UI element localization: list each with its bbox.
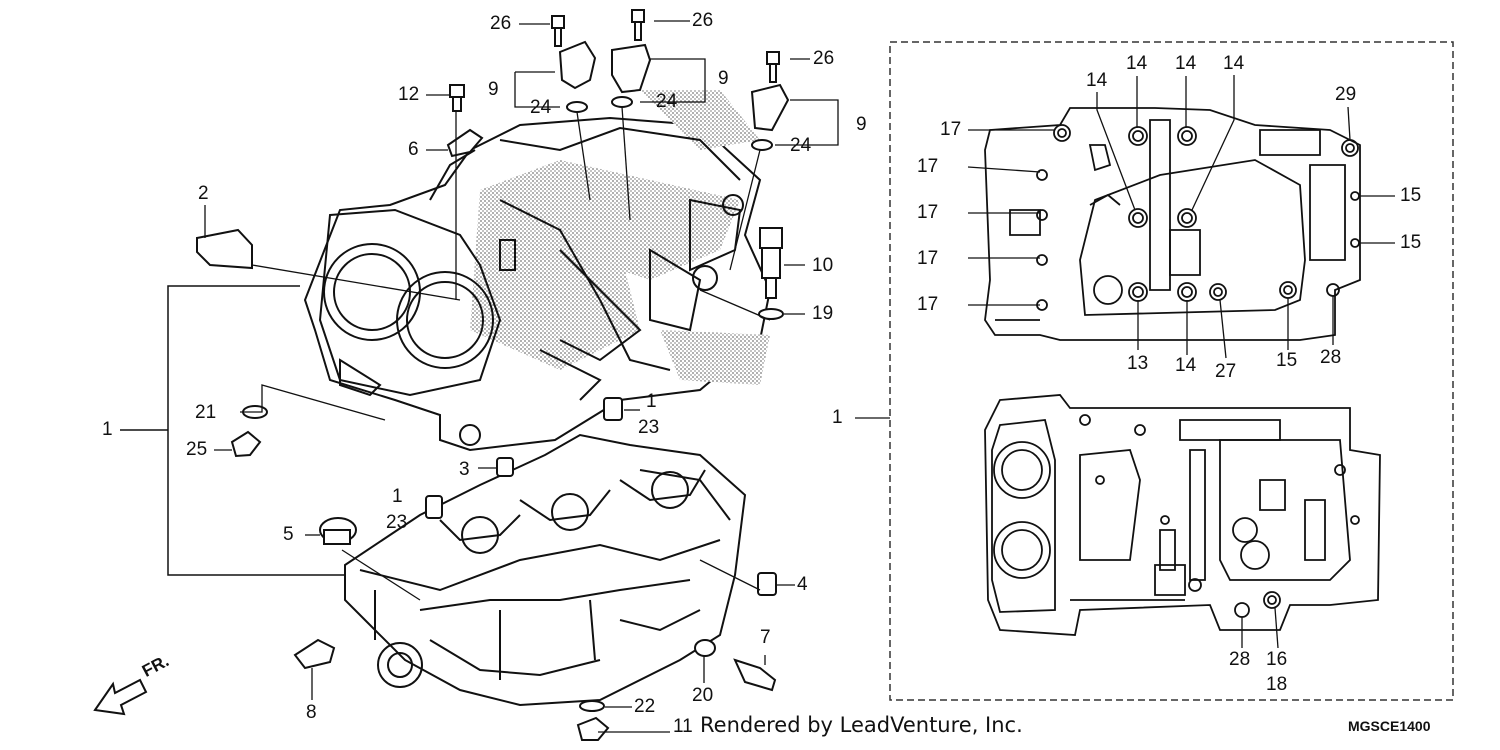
lower-crankcase-details: [359, 469, 731, 688]
callout-17-a: 17: [940, 119, 962, 140]
callout-26-top-left: 26: [490, 13, 512, 34]
callout-8: 8: [306, 702, 317, 723]
upper-crankcase: [303, 90, 772, 452]
callout-12: 12: [398, 84, 420, 105]
callout-6: 6: [408, 139, 419, 160]
callout-22: 22: [634, 696, 656, 717]
callout-3: 3: [459, 459, 470, 480]
leader-lines-left: [204, 20, 839, 733]
callout-19: 19: [812, 303, 834, 324]
callout-23-lower: 23: [386, 512, 408, 533]
callout-21: 21: [195, 402, 217, 423]
callout-17-e: 17: [917, 294, 939, 315]
callout-13: 13: [1127, 353, 1149, 374]
callout-14-b: 14: [1126, 53, 1148, 74]
callout-15-c: 15: [1276, 350, 1298, 371]
callout-28-upper: 28: [1320, 347, 1342, 368]
callout-7: 7: [760, 627, 771, 648]
callout-2: 2: [198, 183, 209, 204]
callout-1-upper-dowel: 1: [646, 391, 657, 412]
part-1-bracket: [120, 285, 345, 576]
callout-18: 18: [1266, 674, 1288, 695]
callout-15-b: 15: [1400, 232, 1422, 253]
callout-4: 4: [797, 574, 808, 595]
callout-26-top-right: 26: [692, 10, 714, 31]
callout-23-upper: 23: [638, 417, 660, 438]
diagram-code: MGSCE1400: [1348, 718, 1431, 734]
callout-26-right: 26: [813, 48, 835, 69]
callout-1-lower-dowel: 1: [392, 486, 403, 507]
callout-28-lower: 28: [1229, 649, 1251, 670]
small-parts: [196, 9, 790, 741]
callout-14-c: 14: [1175, 53, 1197, 74]
callout-11: 11: [673, 716, 693, 737]
detail-box: [889, 41, 1454, 701]
callout-24-left: 24: [530, 97, 552, 118]
callout-14-d: 14: [1223, 53, 1245, 74]
callout-24-middle: 24: [656, 91, 678, 112]
callout-29: 29: [1335, 84, 1357, 105]
callout-17-b: 17: [917, 156, 939, 177]
callout-9-middle: 9: [718, 68, 729, 89]
callout-1-left: 1: [102, 419, 113, 440]
callout-16: 16: [1266, 649, 1288, 670]
callout-5: 5: [283, 524, 294, 545]
callout-10: 10: [812, 255, 834, 276]
front-arrow-icon: [93, 678, 148, 716]
callout-17-d: 17: [917, 248, 939, 269]
callout-17-c: 17: [917, 202, 939, 223]
render-credit: Rendered by LeadVenture, Inc.: [700, 713, 1023, 737]
callout-20: 20: [692, 685, 714, 706]
lower-crankcase: [344, 433, 747, 707]
upper-crankcase-details: [318, 126, 744, 446]
callout-1-detail-box: 1: [832, 407, 843, 428]
leader-lines-right: [967, 75, 1395, 649]
upper-case-top-view: [984, 107, 1361, 341]
callout-25: 25: [186, 439, 208, 460]
callout-15-a: 15: [1400, 185, 1422, 206]
callout-9-left: 9: [488, 79, 499, 100]
callout-14-e: 14: [1175, 355, 1197, 376]
callout-27: 27: [1215, 361, 1237, 382]
callout-24-right: 24: [790, 135, 812, 156]
lower-case-bottom-view: [984, 394, 1381, 636]
callout-14-a: 14: [1086, 70, 1108, 91]
callout-9-right: 9: [856, 114, 867, 135]
